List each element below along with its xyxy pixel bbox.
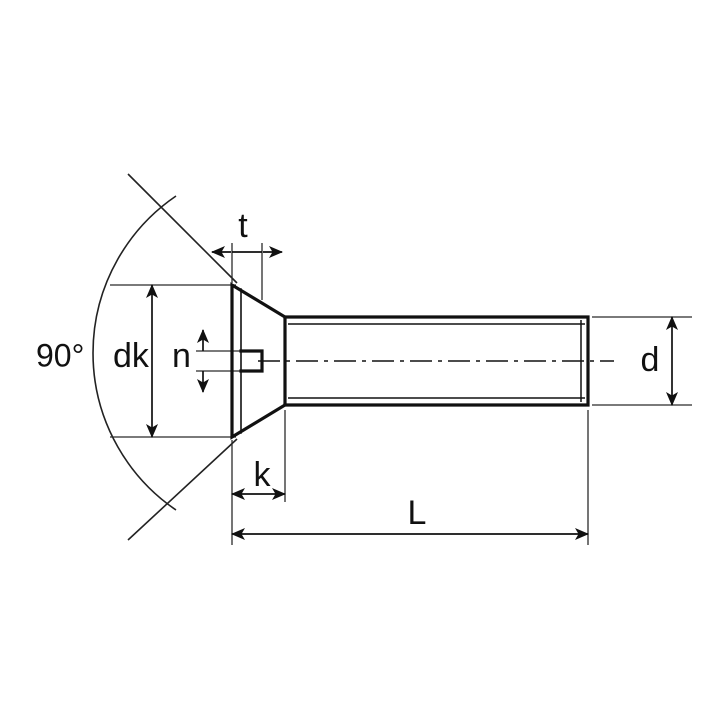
countersink-lower-angle-line xyxy=(127,438,238,541)
slot-depth-dimension xyxy=(211,243,283,300)
head-diameter-label: dk xyxy=(113,337,150,375)
slot-depth-label: t xyxy=(238,207,248,245)
shank-profile xyxy=(283,315,590,407)
shank-diameter-label: d xyxy=(641,341,660,379)
countersink-upper-angle-line xyxy=(127,173,238,284)
shank-diameter-dimension xyxy=(592,316,692,406)
head-height-dimension xyxy=(231,410,286,545)
head-height-label: k xyxy=(254,456,272,494)
countersink-angle-arc xyxy=(92,195,177,511)
countersink-angle-label: 90° xyxy=(36,337,84,373)
countersink-angle-construction xyxy=(92,173,238,541)
screw-length-label: L xyxy=(408,494,427,532)
head-diameter-dimension xyxy=(110,284,236,438)
slot-width-dimension xyxy=(196,329,250,393)
slot-width-label: n xyxy=(172,337,191,375)
screw-length-dimension xyxy=(231,410,589,545)
